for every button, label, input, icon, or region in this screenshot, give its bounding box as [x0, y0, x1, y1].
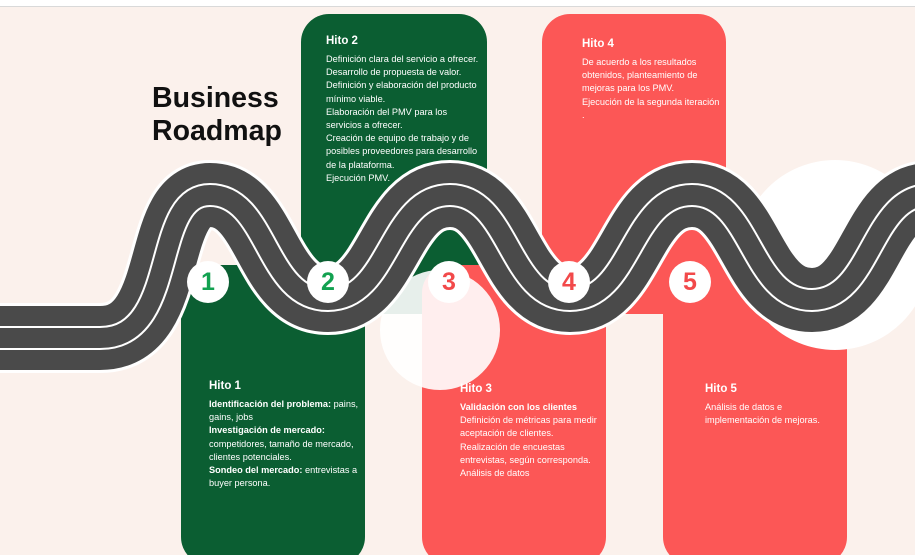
milestone-title-2: Hito 2 — [326, 35, 358, 47]
milestone-title-5: Hito 5 — [705, 383, 737, 395]
milestone-text-1: Hito 1 Identificación del problema: pain… — [209, 378, 361, 490]
milestone-line: Definición y elaboración del producto mí… — [326, 80, 477, 104]
milestone-title-4: Hito 4 — [582, 38, 614, 50]
milestone-text-4: Hito 4 De acuerdo a los resultados obten… — [582, 36, 722, 122]
milestone-line: Definición clara del servicio a ofrecer. — [326, 54, 479, 64]
milestone-number-1: 1 — [187, 261, 229, 303]
milestone-line: Identificación del problema: pains, gain… — [209, 399, 359, 423]
slide-top-border — [0, 6, 915, 7]
milestone-line: De acuerdo a los resultados obtenidos, p… — [582, 57, 698, 94]
milestone-text-2: Hito 2 Definición clara del servicio a o… — [326, 33, 484, 185]
page-title: Business Roadmap — [152, 82, 282, 148]
milestone-text-3: Hito 3 Validación con los clientes Defin… — [460, 381, 604, 480]
milestone-line: Análisis de datos e implementación de me… — [705, 402, 820, 426]
title-line-2: Roadmap — [152, 115, 282, 147]
milestone-number-2: 2 — [307, 261, 349, 303]
milestone-line: Creación de equipo de trabajo y de posib… — [326, 133, 478, 170]
milestone-title-1: Hito 1 — [209, 380, 241, 392]
milestone-line: Realización de encuestas entrevistas, se… — [460, 441, 591, 465]
milestone-line: Ejecución de la segunda iteración . — [582, 96, 720, 120]
milestone-line: Sondeo del mercado: entrevistas a buyer … — [209, 465, 358, 489]
milestone-number-4: 4 — [548, 261, 590, 303]
milestone-line: Desarrollo de propuesta de valor. — [326, 67, 462, 78]
milestone-line: Validación con los clientes — [460, 402, 577, 412]
milestone-line: Investigación de mercado: competidores, … — [209, 425, 354, 462]
milestone-text-5: Hito 5 Análisis de datos e implementació… — [705, 381, 833, 427]
milestone-line: Ejecución PMV. — [326, 172, 391, 183]
milestone-line: Análisis de datos — [460, 468, 530, 479]
milestone-number-3: 3 — [428, 261, 470, 303]
milestone-number-5: 5 — [669, 261, 711, 303]
milestone-line: Definición de métricas para medir acepta… — [460, 415, 597, 439]
milestone-title-3: Hito 3 — [460, 383, 492, 395]
milestone-line: Elaboración del PMV para los servicios a… — [326, 106, 448, 131]
title-line-1: Business — [152, 82, 279, 114]
